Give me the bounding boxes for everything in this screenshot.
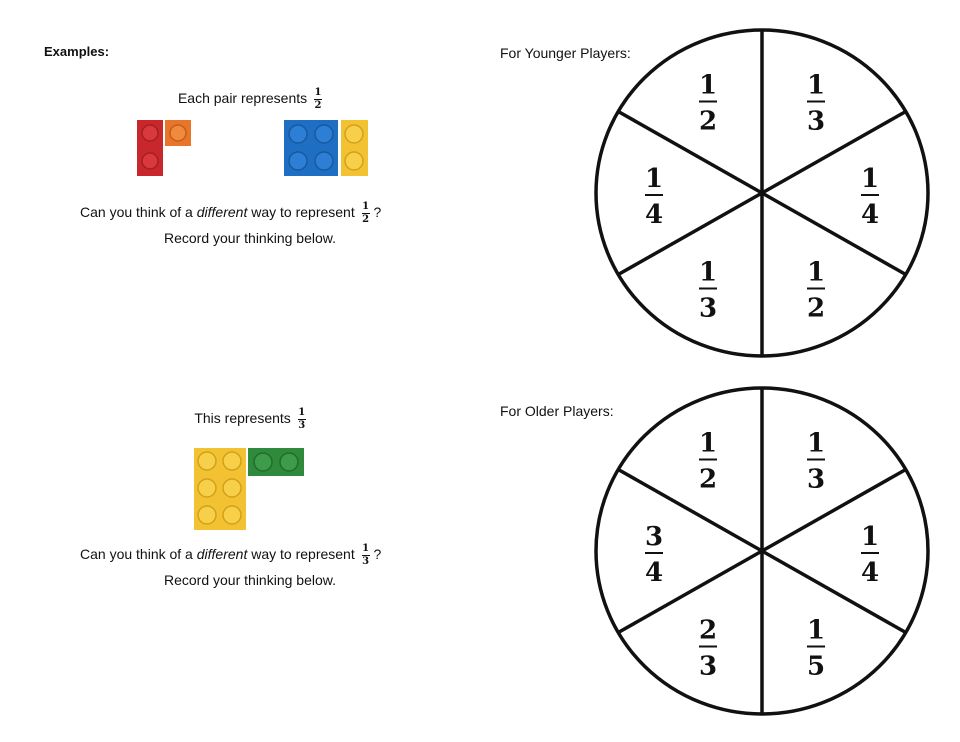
fraction-denominator: 2 (699, 464, 717, 494)
lego-pair-blue-yellow (284, 120, 368, 176)
fraction-numerator: 1 (861, 522, 879, 552)
green-brick (248, 448, 304, 476)
spinner-sector-fraction: 23 (699, 616, 717, 682)
example1-record: Record your thinking below. (164, 230, 336, 246)
fraction-denominator: 4 (861, 558, 879, 588)
spinner-sector-fraction: 34 (645, 522, 663, 588)
fraction-numerator: 2 (699, 616, 717, 646)
spinner-sector-fraction: 14 (861, 164, 879, 230)
fraction-denominator: 4 (861, 200, 879, 230)
spinner-divider (617, 191, 763, 277)
spinner-sector-fraction: 13 (699, 258, 717, 324)
spinner-sector-fraction: 12 (699, 70, 717, 136)
fraction-numerator: 1 (861, 164, 879, 194)
fraction-denominator: 4 (645, 200, 663, 230)
examples-heading: Examples: (44, 44, 110, 59)
spinner-sector-fraction: 14 (861, 522, 879, 588)
fraction-numerator: 1 (699, 258, 717, 288)
fraction-denominator: 2 (699, 106, 717, 136)
red-brick (137, 120, 163, 176)
lego-pair-red-orange (137, 120, 191, 176)
spinner-sector-fraction: 13 (807, 428, 825, 494)
fraction-numerator: 1 (807, 258, 825, 288)
spinner-sector-fraction: 15 (807, 616, 825, 682)
orange-brick (165, 120, 191, 146)
spinner-sector-fraction: 14 (645, 164, 663, 230)
blue-brick (284, 120, 338, 176)
spinner-sector-fraction: 12 (699, 428, 717, 494)
example1-question: Can you think of a different way to repr… (80, 201, 382, 225)
spinner-divider (761, 191, 907, 277)
older-players-label: For Older Players: (500, 403, 614, 419)
spinner-sector-fraction: 12 (807, 258, 825, 324)
fraction-denominator: 5 (807, 652, 825, 682)
fraction-numerator: 1 (699, 70, 717, 100)
spinner-divider (761, 467, 907, 553)
spinner-divider (617, 549, 763, 635)
fraction-numerator: 3 (645, 522, 663, 552)
spinner-divider (761, 109, 907, 195)
fraction-denominator: 3 (699, 294, 717, 324)
fraction-denominator: 2 (807, 294, 825, 324)
example2-question: Can you think of a different way to repr… (80, 543, 382, 567)
fraction-denominator: 4 (645, 558, 663, 588)
fraction-denominator: 3 (807, 106, 825, 136)
fraction-denominator: 3 (807, 464, 825, 494)
spinner-divider (617, 467, 763, 553)
fraction-numerator: 1 (807, 428, 825, 458)
spinner-divider (617, 109, 763, 195)
yellow-brick (194, 448, 246, 530)
spinner-sector-fraction: 13 (807, 70, 825, 136)
fraction-numerator: 1 (807, 70, 825, 100)
example2-record: Record your thinking below. (164, 572, 336, 588)
fraction-denominator: 3 (699, 652, 717, 682)
fraction-numerator: 1 (807, 616, 825, 646)
fraction-numerator: 1 (699, 428, 717, 458)
younger-players-label: For Younger Players: (500, 45, 631, 61)
spinner-divider (761, 549, 907, 635)
yellow-brick (341, 120, 368, 176)
lego-pair-yellow-green (194, 448, 304, 530)
fraction-numerator: 1 (645, 164, 663, 194)
